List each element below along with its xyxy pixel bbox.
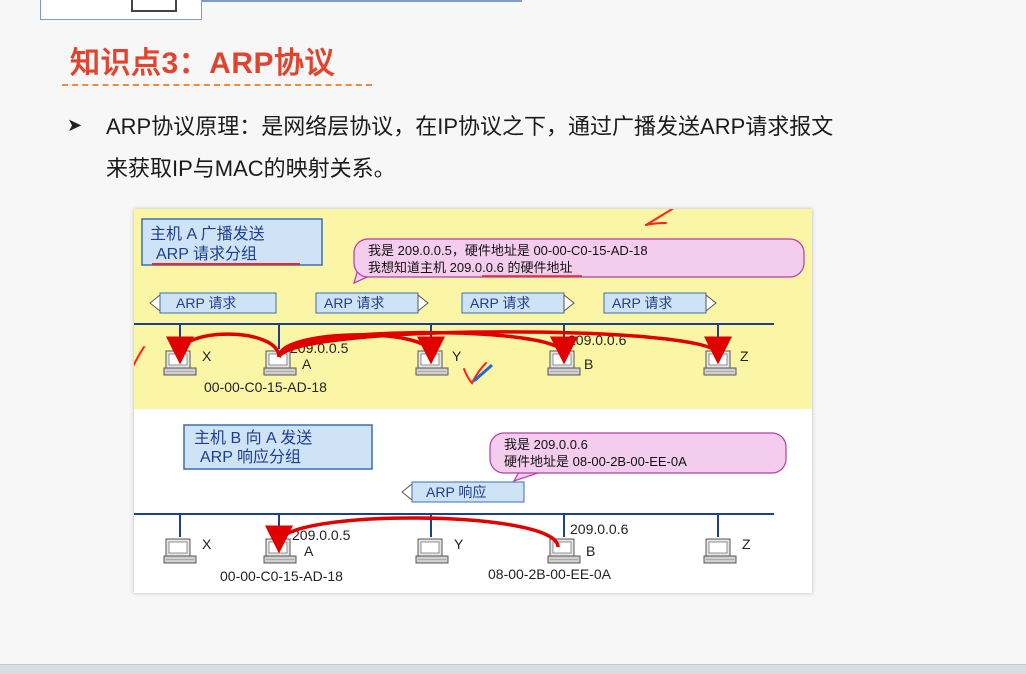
request-caption-line1: 主机 A 广播发送	[150, 225, 265, 243]
request-broadcast-arrows	[166, 330, 732, 365]
arp-request-arrow-right-2: ARP 请求	[461, 292, 575, 314]
bottom-bar	[0, 664, 1026, 674]
mac-label: 08-00-2B-00-EE-0A	[488, 566, 612, 582]
arp-request-arrow-right-1: ARP 请求	[315, 292, 429, 314]
arp-request-arrow-left: ARP 请求	[149, 292, 277, 314]
bullet-text: ARP协议原理：是网络层协议，在IP协议之下，通过广播发送ARP请求报文 来获取…	[106, 106, 936, 190]
host-label: B	[584, 356, 593, 372]
reply-bubble-line2: 硬件地址是 08-00-2B-00-EE-0A	[504, 454, 687, 469]
mac-label: 00-00-C0-15-AD-18	[204, 379, 327, 395]
host-label: B	[586, 543, 595, 559]
reply-unicast-arrow	[265, 516, 560, 554]
reply-caption-line1: 主机 B 向 A 发送	[194, 429, 312, 447]
bullet-line-1: ARP协议原理：是网络层协议，在IP协议之下，通过广播发送ARP请求报文	[106, 114, 834, 139]
request-caption-line2: ARP 请求分组	[156, 245, 257, 263]
reply-host-z: Z	[703, 536, 751, 564]
reply-bubble-line1: 我是 209.0.0.6	[504, 437, 588, 452]
arp-diagram: 主机 A 广播发送 ARP 请求分组 我是 209.0.0.5，硬件地址是 00…	[134, 209, 812, 593]
host-label: Z	[740, 348, 749, 364]
host-label: A	[304, 543, 314, 559]
handwritten-annotations	[134, 209, 675, 385]
request-bubble-line1: 我是 209.0.0.5，硬件地址是 00-00-C0-15-AD-18	[368, 243, 648, 258]
host-label: A	[302, 356, 312, 372]
header-graphic	[40, 0, 202, 20]
reply-caption-box	[183, 424, 373, 470]
bullet-arrow-icon: ➤	[67, 115, 83, 135]
ip-label: 209.0.0.5	[292, 527, 351, 543]
host-label: Y	[454, 536, 464, 552]
host-label: X	[202, 348, 212, 364]
host-label: X	[202, 536, 212, 552]
reply-bubble	[489, 432, 787, 474]
ip-label: 209.0.0.6	[570, 521, 629, 537]
arp-request-label: ARP 请求	[470, 295, 530, 311]
arp-reply-label: ARP 响应	[426, 484, 486, 500]
reply-host-a: 209.0.0.5 A 00-00-C0-15-AD-18	[220, 527, 351, 584]
request-host-a: 209.0.0.5 A 00-00-C0-15-AD-18	[204, 340, 349, 395]
mac-label: 00-00-C0-15-AD-18	[220, 568, 343, 584]
request-host-y: Y	[415, 348, 462, 376]
host-label: Z	[742, 536, 751, 552]
arp-request-label: ARP 请求	[324, 295, 384, 311]
header-line	[202, 0, 522, 2]
reply-caption-line2: ARP 响应分组	[200, 447, 301, 466]
slide-title: 知识点3：ARP协议	[70, 47, 336, 80]
reply-host-y: Y	[415, 536, 464, 564]
reply-host-x: X	[163, 536, 212, 564]
arp-request-arrow-right-3: ARP 请求	[603, 292, 717, 314]
bullet-line-2: 来获取IP与MAC的映射关系。	[106, 156, 396, 181]
request-host-x: X	[163, 348, 212, 376]
arp-request-label: ARP 请求	[612, 295, 672, 311]
request-host-z: Z	[703, 348, 749, 376]
reply-host-b: 209.0.0.6 B 08-00-2B-00-EE-0A	[488, 521, 629, 582]
request-bubble	[353, 238, 805, 278]
document-icon	[131, 0, 177, 12]
pen-cursor-icon	[473, 363, 493, 383]
host-label: Y	[452, 348, 462, 364]
arp-reply-arrow: ARP 响应	[401, 481, 525, 503]
title-underline	[62, 84, 372, 86]
request-bubble-line2: 我想知道主机 209.0.0.6 的硬件地址	[368, 260, 572, 275]
arp-request-label: ARP 请求	[176, 295, 236, 311]
